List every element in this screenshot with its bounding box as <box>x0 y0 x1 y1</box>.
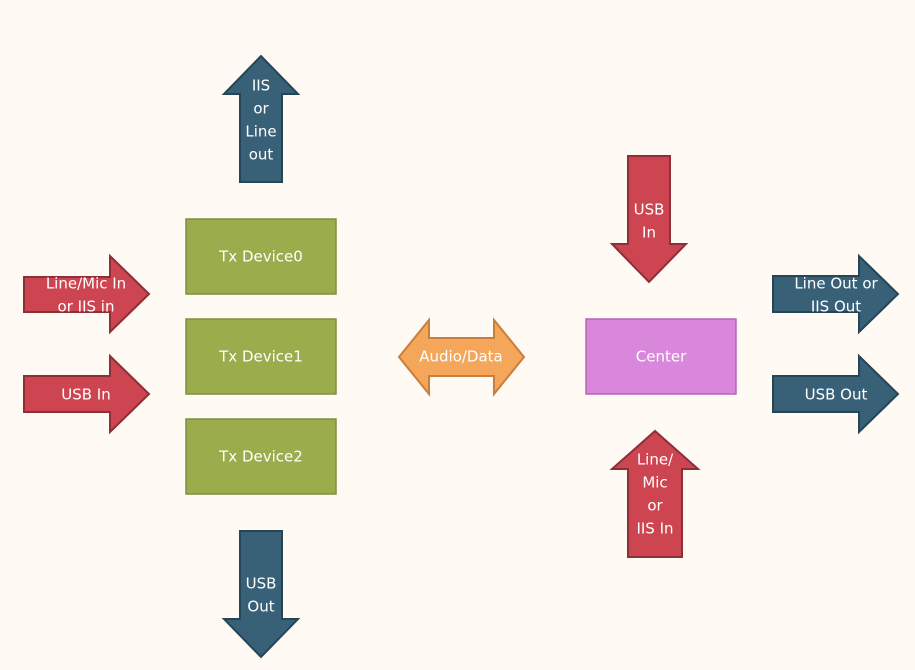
left-top-output-arrow: IIS or Line out <box>221 54 301 183</box>
center-box: Center <box>585 318 737 395</box>
left-top-output-line-1: IIS <box>252 77 270 95</box>
right-line-mic-input-line-2: Mic <box>642 474 667 492</box>
tx-device1-box: Tx Device1 <box>185 318 337 395</box>
right-usb-input-line-1: USB <box>634 201 665 219</box>
right-line-mic-input-line-4: IIS In <box>636 520 673 538</box>
left-top-output-line-4: out <box>249 146 274 164</box>
audio-data-link-arrow: Audio/Data <box>397 317 526 397</box>
left-line-mic-input-line-1: Line/Mic In <box>46 275 126 293</box>
right-usb-input-line-2: In <box>642 224 656 242</box>
right-line-out-line-2: IIS Out <box>811 298 861 316</box>
tx-device0-box: Tx Device0 <box>185 218 337 295</box>
left-bottom-output-arrow: USB Out <box>221 530 301 659</box>
tx-device0-label: Tx Device0 <box>218 248 303 266</box>
left-top-output-line-2: or <box>253 100 269 118</box>
right-line-mic-input-arrow: Line/ Mic or IIS In <box>609 429 701 558</box>
right-usb-input-arrow: USB In <box>609 155 689 284</box>
right-usb-out-arrow: USB Out <box>772 353 900 435</box>
left-bottom-output-line-1: USB <box>246 575 277 593</box>
tx-device2-box: Tx Device2 <box>185 418 337 495</box>
left-line-mic-input-line-2: or IIS in <box>58 298 115 316</box>
left-bottom-output-line-2: Out <box>247 598 274 616</box>
right-line-mic-input-line-1: Line/ <box>637 451 674 469</box>
audio-data-link-label: Audio/Data <box>419 348 503 366</box>
left-usb-input-label: USB In <box>61 386 111 404</box>
left-top-output-line-3: Line <box>245 123 276 141</box>
right-usb-out-label: USB Out <box>805 386 868 404</box>
center-label: Center <box>636 348 687 366</box>
left-usb-input-arrow: USB In <box>23 353 151 435</box>
right-line-mic-input-line-3: or <box>647 497 663 515</box>
right-line-out-line-1: Line Out or <box>794 275 878 293</box>
left-line-mic-input-arrow: Line/Mic In or IIS in <box>23 253 151 335</box>
right-line-out-arrow: Line Out or IIS Out <box>772 253 900 335</box>
tx-device2-label: Tx Device2 <box>218 448 303 466</box>
tx-device1-label: Tx Device1 <box>218 348 303 366</box>
